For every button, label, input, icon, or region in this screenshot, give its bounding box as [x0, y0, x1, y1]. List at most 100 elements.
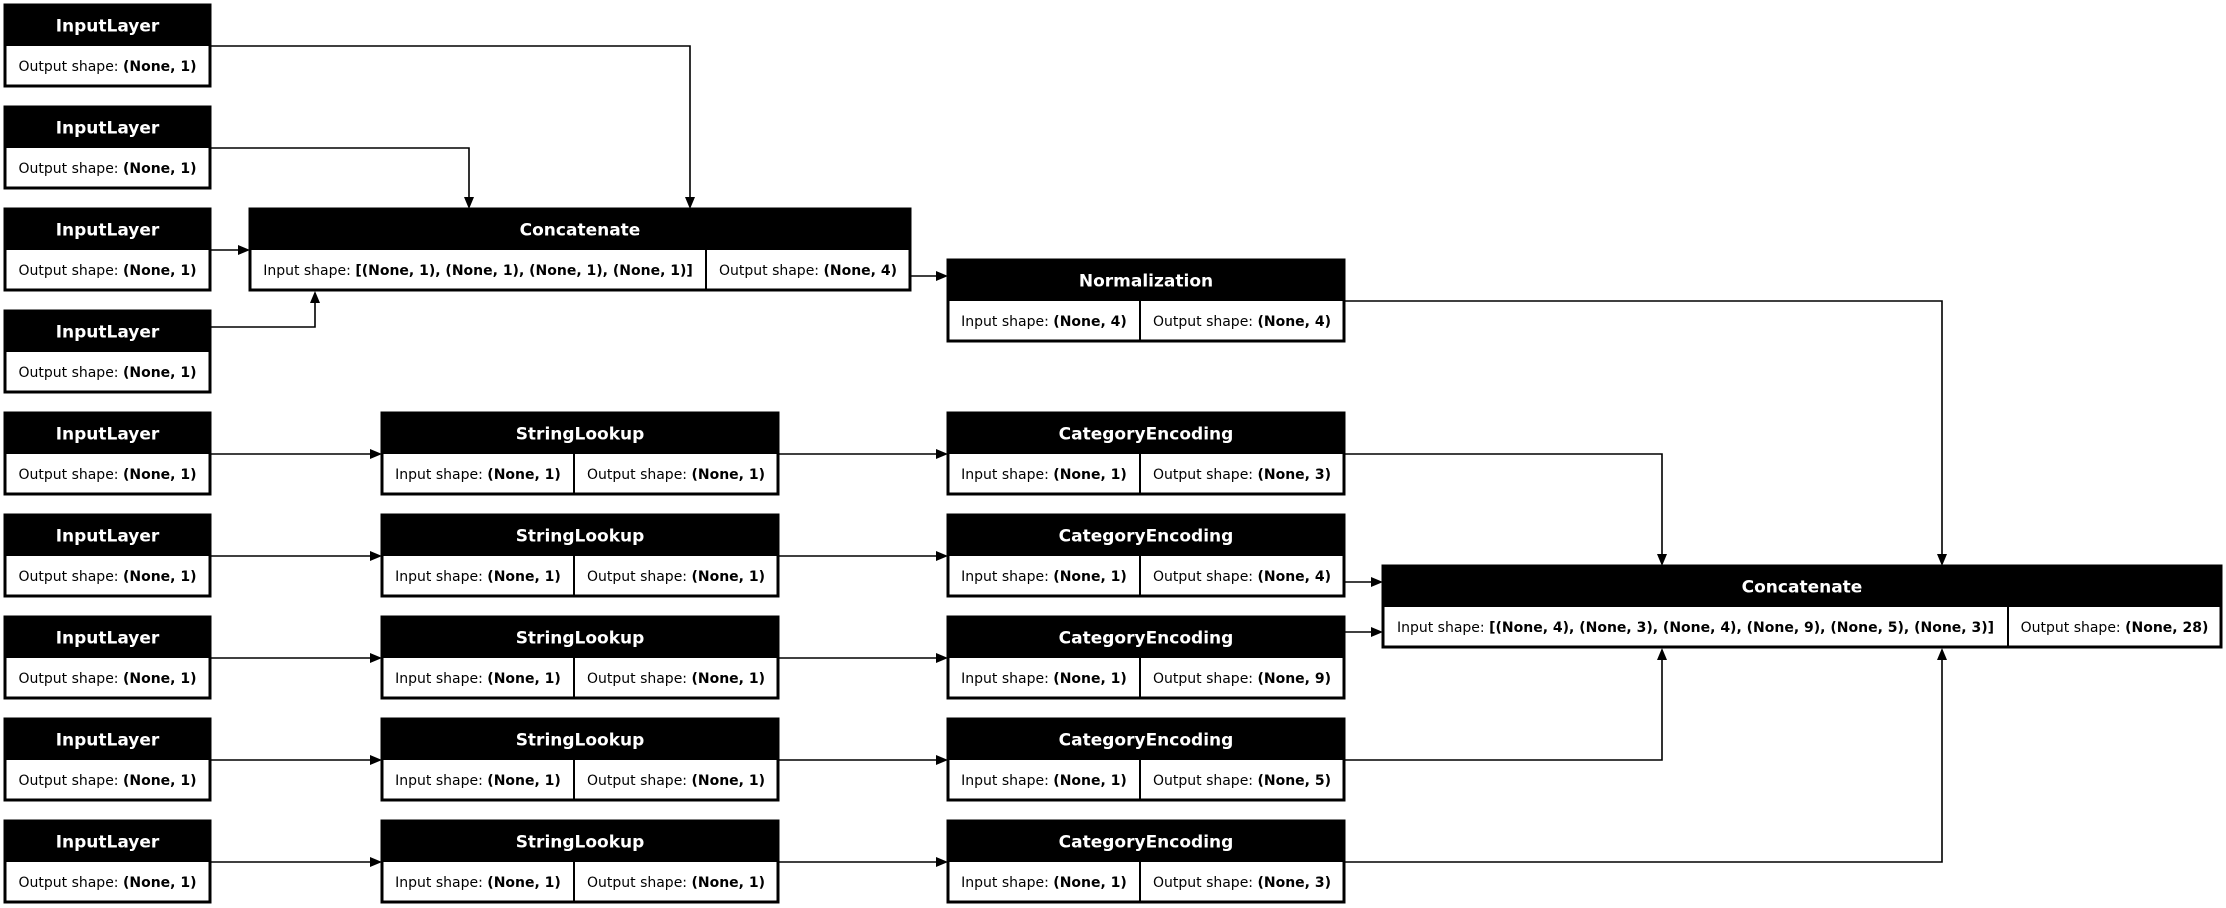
- input-shape-label: Input shape:: [263, 263, 355, 279]
- edge-arrowhead: [1657, 648, 1667, 660]
- edge-string_lookup_4-to-category_encoding_4: [778, 755, 948, 765]
- node-title: InputLayer: [56, 629, 160, 649]
- node-title: StringLookup: [516, 527, 645, 547]
- edge-arrowhead: [936, 755, 948, 765]
- node-title: StringLookup: [516, 425, 645, 445]
- output-shape-value: (None, 1): [123, 467, 197, 483]
- edge-category_encoding_5-to-concatenate_2: [1344, 648, 1947, 863]
- edge-concatenate_1-to-normalization: [910, 271, 948, 281]
- node-header: [5, 821, 210, 862]
- input-shape-label: Input shape:: [961, 773, 1053, 789]
- edge-input_4-to-concatenate_1: [210, 291, 320, 328]
- output-shape-value: (None, 1): [691, 773, 765, 789]
- node-header: [948, 617, 1344, 658]
- edge-input_6-to-string_lookup_2: [210, 551, 382, 561]
- node-header: [5, 209, 210, 250]
- output-shape-value: (None, 1): [691, 875, 765, 891]
- input-shape-text: Input shape: (None, 1): [395, 671, 561, 687]
- edge-line: [1344, 300, 1943, 554]
- input-shape-label: Input shape:: [395, 671, 487, 687]
- input-shape-value: (None, 1): [1053, 875, 1127, 891]
- input-shape-text: Input shape: (None, 1): [961, 467, 1127, 483]
- output-shape-label: Output shape:: [18, 161, 123, 177]
- input-shape-text: Input shape: (None, 1): [961, 773, 1127, 789]
- output-shape-value: (None, 1): [123, 59, 197, 75]
- input-shape-label: Input shape:: [961, 671, 1053, 687]
- edge-input_7-to-string_lookup_3: [210, 653, 382, 663]
- output-shape-text: Output shape: (None, 1): [18, 569, 196, 585]
- output-shape-text: Output shape: (None, 9): [1153, 671, 1331, 687]
- node-header: [948, 413, 1344, 454]
- output-shape-text: Output shape: (None, 1): [18, 671, 196, 687]
- output-shape-text: Output shape: (None, 1): [587, 569, 765, 585]
- output-shape-label: Output shape:: [587, 773, 692, 789]
- input-shape-value: [(None, 1), (None, 1), (None, 1), (None,…: [355, 263, 692, 279]
- input-shape-text: Input shape: (None, 1): [395, 569, 561, 585]
- edge-arrowhead: [936, 551, 948, 561]
- output-shape-label: Output shape:: [587, 671, 692, 687]
- output-shape-value: (None, 1): [123, 875, 197, 891]
- edge-line: [1344, 660, 1663, 761]
- node-title: CategoryEncoding: [1059, 731, 1234, 751]
- output-shape-label: Output shape:: [18, 263, 123, 279]
- node-title: Normalization: [1079, 272, 1213, 292]
- output-shape-label: Output shape:: [18, 875, 123, 891]
- output-shape-label: Output shape:: [2021, 620, 2126, 636]
- input-shape-text: Input shape: [(None, 4), (None, 3), (Non…: [1397, 620, 1994, 636]
- input-shape-text: Input shape: (None, 1): [395, 773, 561, 789]
- edge-arrowhead: [936, 653, 948, 663]
- output-shape-text: Output shape: (None, 1): [18, 59, 196, 75]
- output-shape-text: Output shape: (None, 1): [18, 467, 196, 483]
- input-shape-label: Input shape:: [395, 569, 487, 585]
- edge-arrowhead: [238, 245, 250, 255]
- output-shape-label: Output shape:: [587, 467, 692, 483]
- input-shape-value: (None, 1): [487, 773, 561, 789]
- node-title: CategoryEncoding: [1059, 425, 1234, 445]
- input-shape-label: Input shape:: [395, 467, 487, 483]
- edge-string_lookup_2-to-category_encoding_2: [778, 551, 948, 561]
- output-shape-label: Output shape:: [587, 875, 692, 891]
- edge-arrowhead: [1371, 627, 1383, 637]
- input-shape-label: Input shape:: [1397, 620, 1489, 636]
- node-title: InputLayer: [56, 119, 160, 139]
- node-header: [5, 5, 210, 46]
- edge-input_5-to-string_lookup_1: [210, 449, 382, 459]
- output-shape-label: Output shape:: [18, 59, 123, 75]
- output-shape-value: (None, 1): [123, 263, 197, 279]
- node-title: Concatenate: [520, 221, 641, 241]
- output-shape-value: (None, 1): [123, 671, 197, 687]
- edge-arrowhead: [936, 271, 948, 281]
- edge-arrowhead: [936, 449, 948, 459]
- node-header: [5, 719, 210, 760]
- node-header: [1383, 566, 2221, 607]
- node-title: StringLookup: [516, 833, 645, 853]
- output-shape-value: (None, 1): [123, 773, 197, 789]
- input-shape-text: Input shape: [(None, 1), (None, 1), (Non…: [263, 263, 693, 279]
- node-header: [382, 719, 778, 760]
- edge-arrowhead: [1937, 554, 1947, 566]
- edge-arrowhead: [370, 653, 382, 663]
- output-shape-text: Output shape: (None, 1): [18, 773, 196, 789]
- edge-input_1-to-concatenate_1: [210, 45, 695, 209]
- output-shape-value: (None, 5): [1257, 773, 1331, 789]
- output-shape-label: Output shape:: [18, 773, 123, 789]
- node-header: [250, 209, 910, 250]
- input-shape-value: (None, 1): [487, 467, 561, 483]
- edge-normalization-to-concatenate_2: [1344, 300, 1947, 566]
- node-header: [948, 821, 1344, 862]
- node-header: [382, 617, 778, 658]
- edge-arrowhead: [685, 197, 695, 209]
- output-shape-value: (None, 1): [123, 161, 197, 177]
